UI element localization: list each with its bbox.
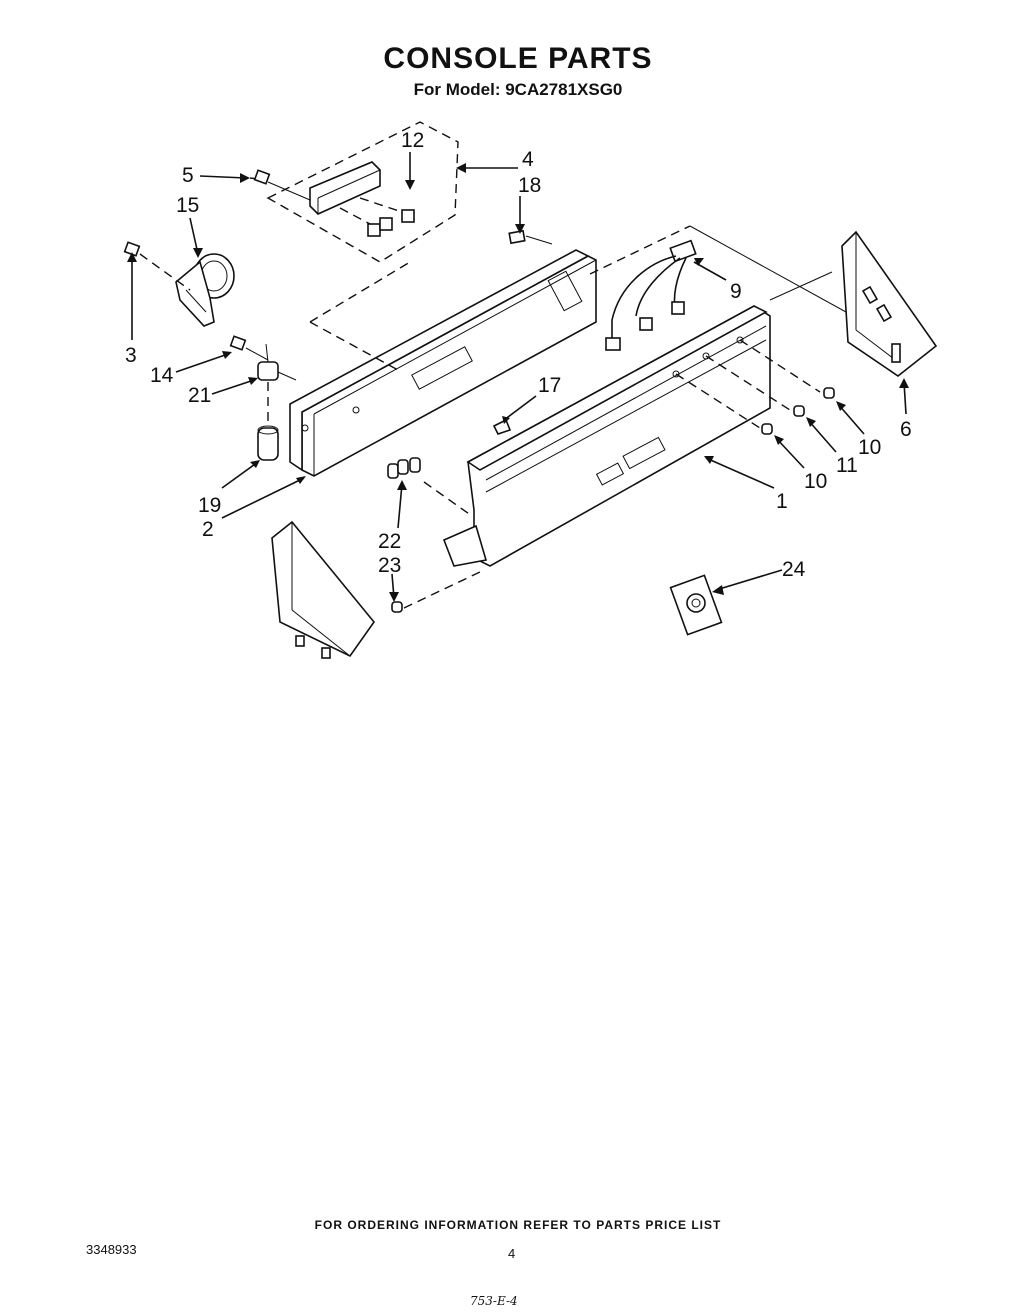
- leader-lines: [175, 152, 909, 602]
- callout-24: 24: [782, 558, 806, 581]
- part-19-roller: [257, 425, 279, 461]
- callout-2: 2: [202, 518, 214, 541]
- callout-4: 4: [522, 148, 534, 171]
- part-6-right-end-cap: [841, 230, 938, 377]
- callout-17: 17: [538, 374, 561, 397]
- part-4-switch-body: [309, 161, 381, 215]
- callout-19: 19: [198, 494, 221, 517]
- callout-15: 15: [176, 194, 199, 217]
- part-12-knob-a: [367, 223, 381, 237]
- left-end-cap: [271, 520, 376, 659]
- callout-5: 5: [182, 164, 194, 187]
- part-12-knob-c: [401, 209, 415, 223]
- callout-1: 1: [776, 490, 788, 513]
- callout-11: 11: [836, 454, 858, 477]
- part-22-button: [387, 457, 473, 517]
- part-3-screw: [123, 241, 191, 340]
- part-18-screw: [508, 196, 691, 275]
- page-title: CONSOLE PARTS: [383, 42, 653, 75]
- callout-10-b: 10: [804, 470, 827, 493]
- callout-14: 14: [150, 364, 174, 387]
- switch-assembly-group: [266, 121, 459, 263]
- part-11-screw: [793, 405, 805, 417]
- part-21-clip: [257, 343, 297, 426]
- callout-21: 21: [188, 384, 211, 407]
- document-number: 3348933: [86, 1242, 137, 1257]
- callout-3: 3: [125, 344, 137, 367]
- part-12-knob-b: [379, 217, 393, 231]
- callout-12: 12: [401, 129, 424, 152]
- callout-22: 22: [378, 530, 401, 553]
- page-number: 4: [508, 1246, 516, 1261]
- part-15-timer: [175, 253, 235, 327]
- part-4-dashed-outline: [266, 121, 459, 263]
- part-17-clip: [492, 395, 537, 435]
- ordering-note: FOR ORDERING INFORMATION REFER TO PARTS …: [314, 1218, 722, 1232]
- part-9-wire-harness: [605, 239, 727, 351]
- part-24-switch-plate: [669, 574, 723, 636]
- callout-6: 6: [900, 418, 912, 441]
- part-2-back-panel: [289, 249, 597, 477]
- part-5-screw: [249, 169, 311, 201]
- part-1-front-panel: [442, 225, 847, 567]
- model-subtitle: For Model: 9CA2781XSG0: [413, 80, 623, 99]
- part-14-screw: [229, 335, 269, 361]
- callout-9: 9: [730, 280, 742, 303]
- callout-23: 23: [378, 554, 401, 577]
- callout-10-a: 10: [858, 436, 881, 459]
- callout-18: 18: [518, 174, 541, 197]
- part-10-screw-b: [761, 423, 773, 435]
- part-23-screw: [391, 571, 481, 613]
- handwritten-code: 753-E-4: [470, 1294, 518, 1308]
- part-10-screw-a: [823, 387, 835, 399]
